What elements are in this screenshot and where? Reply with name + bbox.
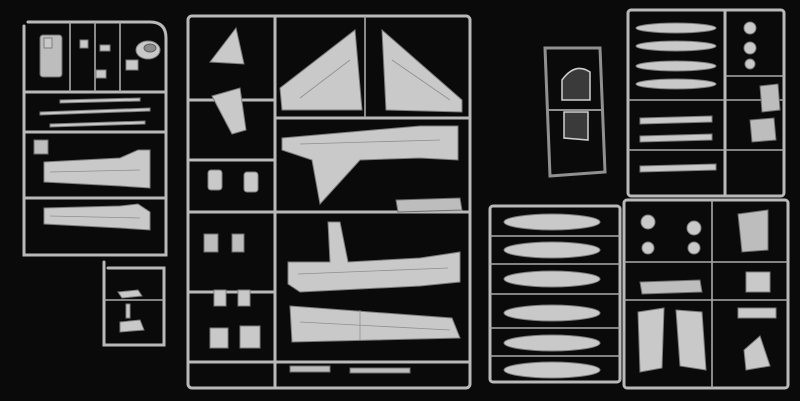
small-part	[99, 44, 111, 52]
rail-part	[639, 163, 717, 173]
drop-tank-half-part	[43, 149, 151, 189]
gear-strut-part	[639, 279, 703, 295]
small-part	[117, 289, 143, 299]
pylon-part	[395, 197, 463, 213]
small-part	[43, 37, 53, 49]
frame-small-parts	[22, 20, 168, 257]
seat-part	[759, 83, 781, 113]
small-part	[237, 289, 251, 307]
wheel-part	[743, 21, 757, 35]
frame-clear-canopy	[543, 46, 607, 178]
tail-fin-part	[209, 26, 245, 65]
small-part	[209, 327, 229, 349]
drop-tank-part	[503, 334, 601, 352]
drop-tank-part	[503, 361, 601, 379]
small-part	[203, 233, 219, 253]
wheel-part	[744, 58, 756, 70]
drop-tank-part	[503, 304, 601, 322]
gear-leg-part	[637, 307, 665, 373]
pitot-rod-part	[39, 107, 151, 116]
wheel-part	[743, 41, 757, 55]
wheel-part	[686, 220, 702, 236]
lower-wing-part	[289, 305, 461, 343]
small-part	[737, 307, 777, 319]
frame-small-bottom	[102, 260, 166, 347]
missile-part	[639, 133, 713, 143]
missile-part	[635, 60, 717, 72]
missile-part	[639, 115, 713, 125]
small-part	[33, 139, 49, 155]
seat-part	[749, 117, 777, 143]
drop-tank-part	[503, 213, 601, 231]
rod-part	[49, 120, 146, 128]
missile-part	[635, 22, 717, 34]
gear-leg-part	[675, 309, 707, 371]
wheel-part	[641, 241, 655, 255]
rod-part	[349, 367, 411, 374]
missile-part	[635, 40, 717, 52]
wing-left-part	[279, 29, 363, 111]
missile-part	[635, 78, 717, 90]
rod-part	[289, 365, 331, 373]
frame-drop-tanks	[488, 204, 622, 384]
small-part	[95, 69, 107, 79]
fuselage-half-part	[287, 221, 461, 293]
wheel-part	[687, 241, 701, 255]
small-part	[239, 325, 261, 349]
frame-landing-gear	[622, 198, 790, 390]
small-part	[231, 233, 245, 253]
gear-door-part	[737, 209, 769, 253]
small-part	[745, 271, 771, 293]
drop-tank-part	[503, 270, 601, 288]
tail-fin-part	[211, 87, 247, 135]
intake-part	[207, 169, 223, 191]
small-part	[743, 335, 771, 371]
small-part	[125, 59, 139, 71]
wing-right-part	[381, 28, 463, 113]
drop-tank-part	[503, 241, 601, 259]
intake-part	[243, 171, 259, 193]
fuselage-half-part	[281, 125, 459, 206]
frame-missiles	[626, 8, 786, 198]
small-part	[79, 39, 89, 49]
windscreen-part	[563, 111, 589, 141]
small-part	[119, 319, 145, 333]
rod-part	[59, 97, 141, 104]
wheel-part	[640, 214, 656, 230]
frame-fuselage-wings	[186, 14, 472, 390]
canopy-part	[561, 67, 591, 101]
small-part	[213, 289, 227, 307]
